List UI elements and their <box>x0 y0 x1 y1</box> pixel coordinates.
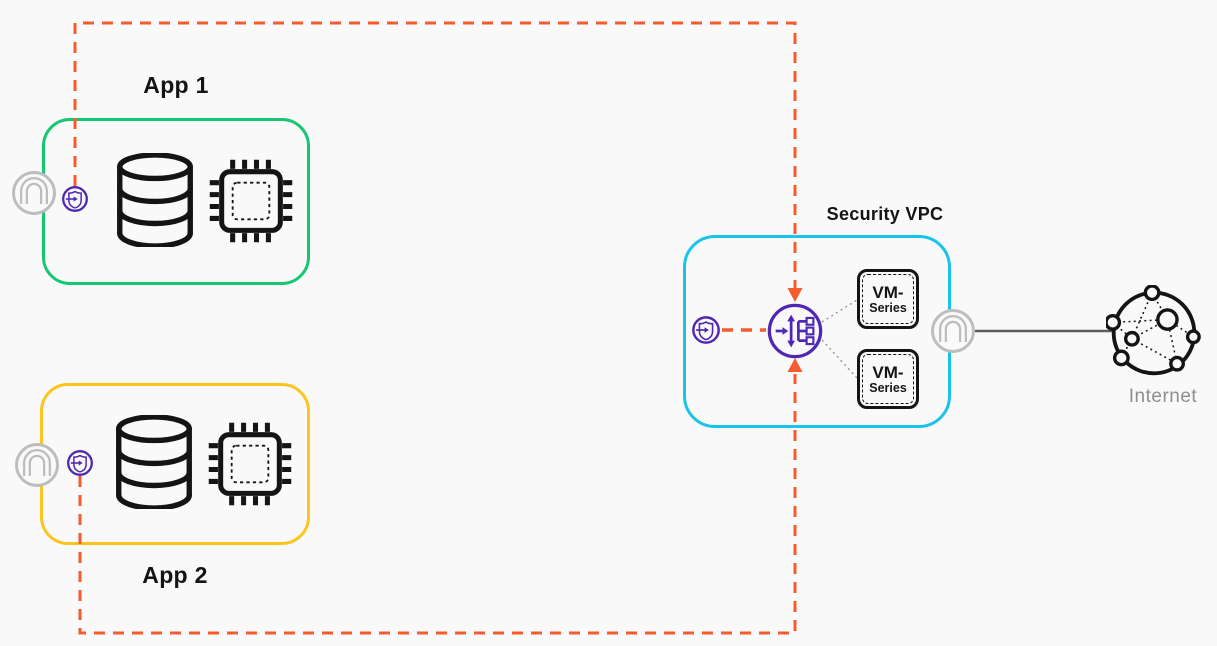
vm-series-sublabel: Series <box>869 300 907 315</box>
database-icon <box>116 415 192 509</box>
internet-label: Internet <box>1128 386 1198 407</box>
vm-series-inner-frame: VM- Series <box>862 354 914 404</box>
cpu-icon <box>209 159 293 243</box>
gwlb-endpoint-icon <box>67 450 93 476</box>
vm-series-sublabel: Series <box>869 380 907 395</box>
app1-vpc-label: App 1 <box>143 72 209 98</box>
app2-vpc-label: App 2 <box>142 562 208 588</box>
cpu-icon <box>208 422 292 506</box>
vm-series-label: VM- <box>872 282 904 302</box>
gateway-load-balancer-icon <box>767 303 823 359</box>
vm-series-firewall: VM- Series <box>857 269 919 329</box>
node-icon <box>12 171 56 215</box>
vm-series-inner-frame: VM- Series <box>862 274 914 324</box>
internet-globe-icon <box>1106 285 1201 376</box>
gwlb-endpoint-icon <box>62 186 88 212</box>
security-vpc-label: Security VPC <box>826 204 944 224</box>
node-icon <box>931 309 975 353</box>
vm-series-label: VM- <box>872 362 904 382</box>
vm-series-firewall: VM- Series <box>857 349 919 409</box>
node-icon <box>15 443 59 487</box>
gwlb-endpoint-icon <box>692 316 720 344</box>
database-icon <box>117 153 193 247</box>
